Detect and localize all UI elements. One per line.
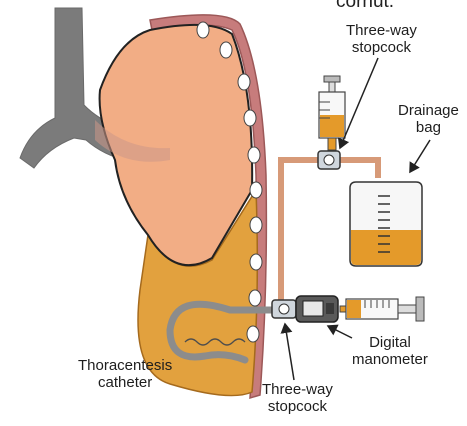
rib-3 (238, 74, 250, 90)
label-line: stopcock (346, 39, 417, 56)
label-three-way-stopcock-top: Three-way stopcock (346, 22, 417, 56)
label-line: Drainage (398, 102, 459, 119)
arrow-drainage-bag (410, 140, 430, 172)
rib-6 (250, 182, 262, 198)
rib-5 (248, 147, 260, 163)
rib-9 (249, 290, 261, 306)
rib-2 (220, 42, 232, 58)
label-drainage-bag: Drainage bag (398, 102, 459, 136)
arrow-manometer (328, 326, 352, 338)
label-digital-manometer: Digital manometer (352, 334, 428, 368)
rib-4 (244, 110, 256, 126)
rib-10 (247, 326, 259, 342)
label-three-way-stopcock-bottom: Three-way stopcock (262, 381, 333, 415)
label-line: stopcock (262, 398, 333, 415)
label-line: Digital (352, 334, 428, 351)
label-thoracentesis-catheter: Thoracentesis catheter (78, 357, 172, 391)
cropped-top-text: cornut. (336, 0, 394, 13)
label-line: Three-way (346, 22, 417, 39)
rib-1 (197, 22, 209, 38)
bottom-stopcock (272, 300, 296, 318)
tubing-to-bag (336, 160, 378, 178)
digital-manometer (296, 296, 338, 322)
drainage-bag (350, 182, 422, 266)
label-line: Thoracentesis (78, 357, 172, 374)
label-line: Three-way (262, 381, 333, 398)
top-stopcock (318, 151, 340, 169)
arrow-bottom-stopcock (285, 324, 294, 380)
label-line: catheter (78, 374, 172, 391)
top-syringe (319, 76, 345, 150)
label-line: bag (398, 119, 459, 136)
rib-8 (250, 254, 262, 270)
arrow-top-stopcock (340, 58, 378, 148)
tubing-vertical (281, 160, 320, 300)
right-syringe (340, 297, 424, 321)
label-line: manometer (352, 351, 428, 368)
rib-7 (250, 217, 262, 233)
